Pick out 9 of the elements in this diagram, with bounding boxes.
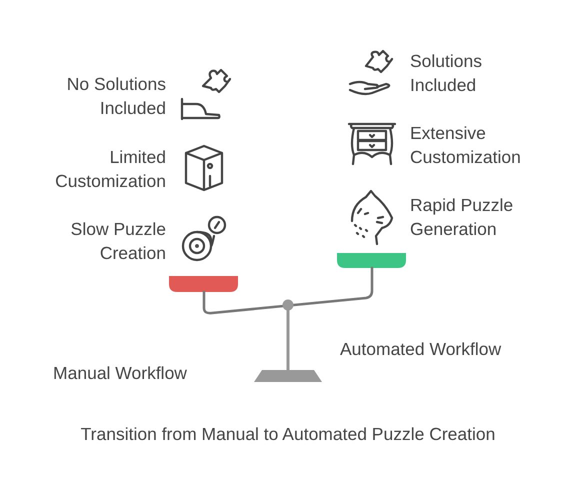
left-drawback-text: Limited Customization — [54, 146, 166, 193]
right-benefit-text: Extensive Customization — [410, 122, 522, 169]
caption: Transition from Manual to Automated Puzzle Creation — [80, 423, 496, 446]
left-drawback-text: No Solutions Included — [66, 73, 166, 120]
side-label: Automated Workflow — [340, 338, 502, 361]
right-benefit-text: Rapid Puzzle Generation — [410, 194, 514, 241]
right-benefit-text: Solutions Included — [410, 50, 483, 97]
side-label: Manual Workflow — [52, 362, 188, 385]
left-drawback-text: Slow Puzzle Creation — [70, 218, 166, 265]
